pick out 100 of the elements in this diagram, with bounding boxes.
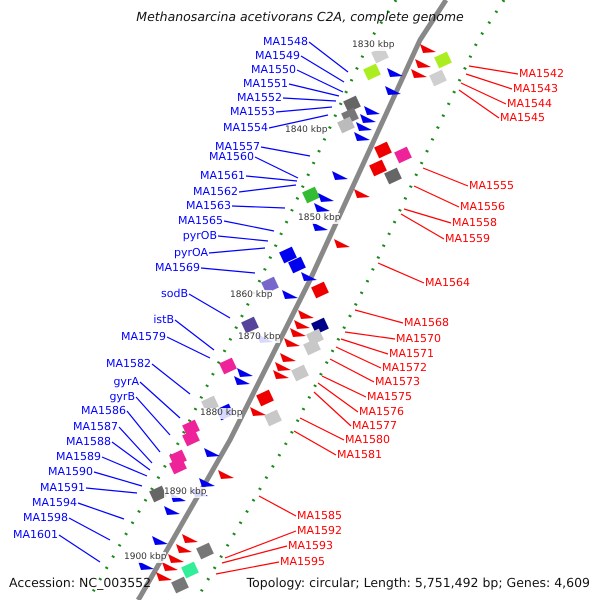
- gene-label: MA1570: [396, 332, 442, 345]
- leader-line: [414, 185, 460, 208]
- leader-line: [340, 338, 388, 355]
- gene-label: MA1592: [297, 524, 342, 537]
- leader-line: [238, 184, 296, 193]
- gene-label: MA1545: [500, 111, 546, 124]
- scale-label: 1870 kbp: [238, 332, 280, 343]
- gene-label: MA1554: [222, 121, 268, 134]
- leader-line: [300, 55, 344, 83]
- gene-label: MA1601: [12, 528, 58, 541]
- gene-label: MA1576: [359, 405, 404, 418]
- leader-line: [308, 42, 348, 72]
- scale-label: 1840 kbp: [285, 125, 328, 136]
- gene-label: MA1568: [404, 316, 450, 329]
- gene-label: MA1549: [254, 49, 300, 62]
- leader-line: [246, 175, 298, 182]
- gene-label: MA1564: [425, 276, 470, 289]
- leader-line: [336, 346, 382, 369]
- leader-line: [294, 430, 336, 456]
- leader-line: [58, 534, 100, 562]
- gene-label: MA1563: [186, 199, 231, 212]
- leader-line: [258, 495, 296, 517]
- leader-line: [78, 502, 124, 520]
- gene-label: MA1587: [72, 420, 118, 433]
- leader-line: [224, 530, 296, 559]
- gene-label: sodB: [161, 287, 188, 300]
- leader-line: [254, 156, 298, 179]
- leader-line: [152, 364, 190, 394]
- leader-line: [68, 517, 110, 541]
- leader-line: [268, 114, 328, 129]
- leader-line: [322, 375, 366, 398]
- leader-line: [354, 309, 404, 324]
- leader-line: [86, 487, 138, 494]
- leader-line: [282, 97, 336, 102]
- gene-label: MA1560: [208, 150, 254, 163]
- gene-label: istB: [153, 313, 174, 326]
- leader-line: [166, 336, 210, 359]
- leader-line: [112, 442, 150, 470]
- leader-line: [216, 561, 280, 575]
- gene-label: MA1552: [236, 91, 282, 104]
- scale-label: 1850 kbp: [298, 213, 340, 224]
- gene-label: MA1590: [48, 465, 93, 478]
- leader-line: [330, 358, 374, 383]
- topology-text: Topology: circular; Length: 5,751,492 bp; Genes: 4,609: [246, 575, 590, 590]
- gene-label: MA1585: [297, 509, 342, 522]
- gene-label: MA1558: [452, 216, 498, 229]
- gene-label: MA1588: [66, 435, 111, 448]
- gene-label: MA1544: [507, 97, 552, 110]
- gene-label: MA1550: [250, 63, 296, 76]
- gene-label: MA1593: [288, 539, 334, 552]
- gene-label: MA1561: [200, 169, 245, 182]
- scale-label: 1830 kbp: [352, 40, 394, 51]
- leader-line: [208, 247, 266, 254]
- gene-label: MA1559: [445, 232, 490, 245]
- leader-line: [140, 382, 180, 418]
- gene-label: MA1542: [519, 67, 564, 80]
- leader-line: [378, 262, 424, 284]
- leader-line: [460, 82, 506, 105]
- diagram-title: Methanosarcina acetivorans C2A, complete genome: [135, 9, 465, 24]
- gene-label: MA1586: [80, 404, 126, 417]
- gene-label: MA1571: [389, 347, 434, 360]
- leader-line: [102, 456, 148, 477]
- leader-line: [422, 167, 468, 187]
- gene-label: MA1581: [337, 448, 382, 461]
- accession-text: Accession: NC_003552: [9, 575, 152, 590]
- gene-label: MA1579: [120, 330, 166, 343]
- gene-label: MA1577: [352, 419, 398, 432]
- leader-line: [458, 90, 500, 118]
- leader-line: [260, 146, 310, 157]
- leader-line: [468, 65, 518, 75]
- leader-line: [188, 293, 230, 319]
- leader-line: [296, 69, 344, 93]
- leader-line: [400, 213, 444, 240]
- gene-label: MA1562: [192, 185, 238, 198]
- leader-line: [300, 417, 344, 441]
- leader-line: [174, 320, 214, 350]
- leader-line: [344, 331, 396, 340]
- leader-line: [276, 106, 332, 113]
- gene-label: gyrA: [113, 375, 139, 388]
- gene-label: MA1555: [469, 179, 514, 192]
- gene-label: MA1573: [375, 375, 420, 388]
- gene-label: MA1575: [367, 390, 412, 403]
- leader-line: [126, 410, 160, 452]
- leader-line: [288, 83, 340, 97]
- gene-label: MA1591: [40, 481, 85, 494]
- gene-label: MA1569: [154, 261, 200, 274]
- gene-label: MA1551: [242, 77, 288, 90]
- scale-label: 1860 kbp: [230, 290, 272, 301]
- gene-label: MA1580: [345, 433, 390, 446]
- gene-label: MA1556: [460, 200, 506, 213]
- gene-label: MA1589: [56, 450, 101, 463]
- leader-line: [218, 235, 268, 242]
- leader-line: [136, 396, 170, 436]
- leader-line: [232, 205, 286, 209]
- scale-label: 1880 kbp: [200, 408, 242, 419]
- leader-line: [118, 426, 152, 464]
- gene-label: MA1594: [32, 496, 77, 509]
- gene-label: pyrOB: [182, 229, 217, 242]
- gene-label: MA1572: [382, 361, 428, 374]
- gene-label: MA1595: [280, 555, 326, 568]
